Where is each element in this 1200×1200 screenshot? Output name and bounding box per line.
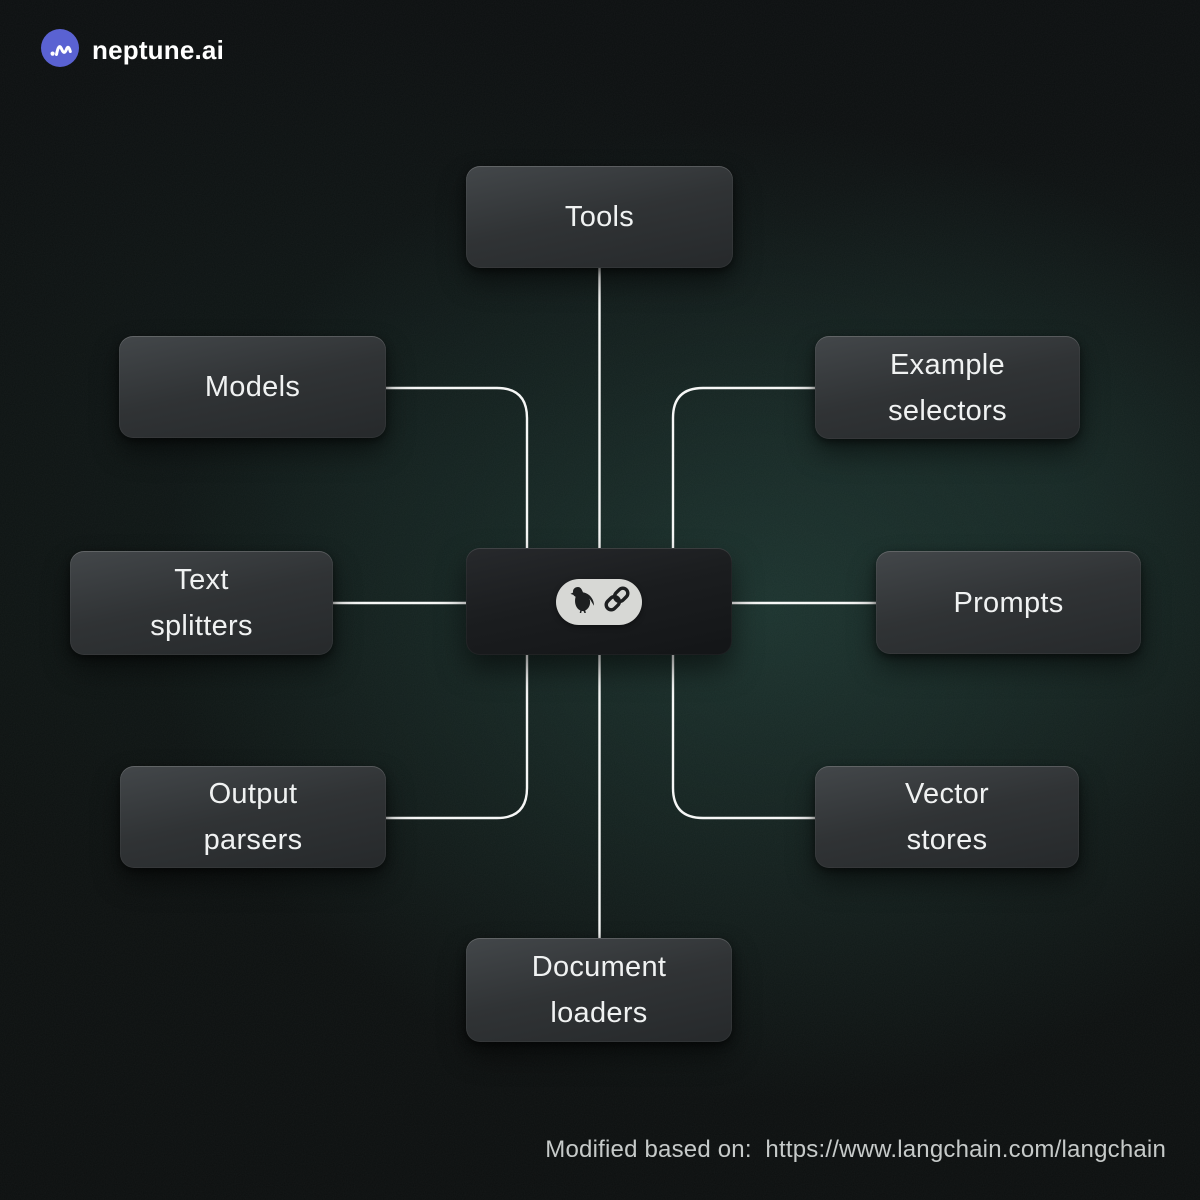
edge-vector-stores-center — [671, 655, 816, 820]
brand-header: neptune.ai — [41, 29, 224, 72]
chain-link-icon — [602, 584, 632, 619]
node-vector-stores-label: Vector stores — [904, 778, 989, 856]
node-document-loaders-label: Document loaders — [531, 951, 667, 1029]
node-prompts-label: Prompts — [953, 586, 1064, 619]
brand-name: neptune.ai — [92, 35, 225, 65]
node-models: Models — [119, 336, 386, 438]
node-langchain-center — [466, 548, 732, 655]
edge-output-parsers-center — [386, 655, 529, 820]
node-tools-label: Tools — [564, 201, 635, 233]
edge-example-selectors-center — [671, 386, 816, 548]
node-models-label: Models — [204, 371, 301, 403]
node-prompts: Prompts — [876, 551, 1141, 654]
node-example-selectors-label: Example selectors — [888, 348, 1007, 427]
footer-credit: Modified based on: https://www.langchain… — [545, 1136, 1166, 1163]
node-vector-stores: Vector stores — [815, 766, 1079, 868]
langchain-logo — [556, 578, 642, 625]
node-output-parsers-label: Output parsers — [203, 778, 303, 856]
node-text-splitters: Text splitters — [70, 551, 333, 655]
node-example-selectors: Example selectors — [815, 336, 1080, 439]
node-text-splitters-label: Text splitters — [150, 564, 253, 642]
edge-models-center — [386, 386, 529, 548]
node-tools: Tools — [466, 166, 733, 268]
neptune-logo-icon — [41, 29, 79, 72]
node-document-loaders: Document loaders — [466, 938, 732, 1042]
node-output-parsers: Output parsers — [120, 766, 386, 868]
parrot-icon — [566, 583, 598, 620]
